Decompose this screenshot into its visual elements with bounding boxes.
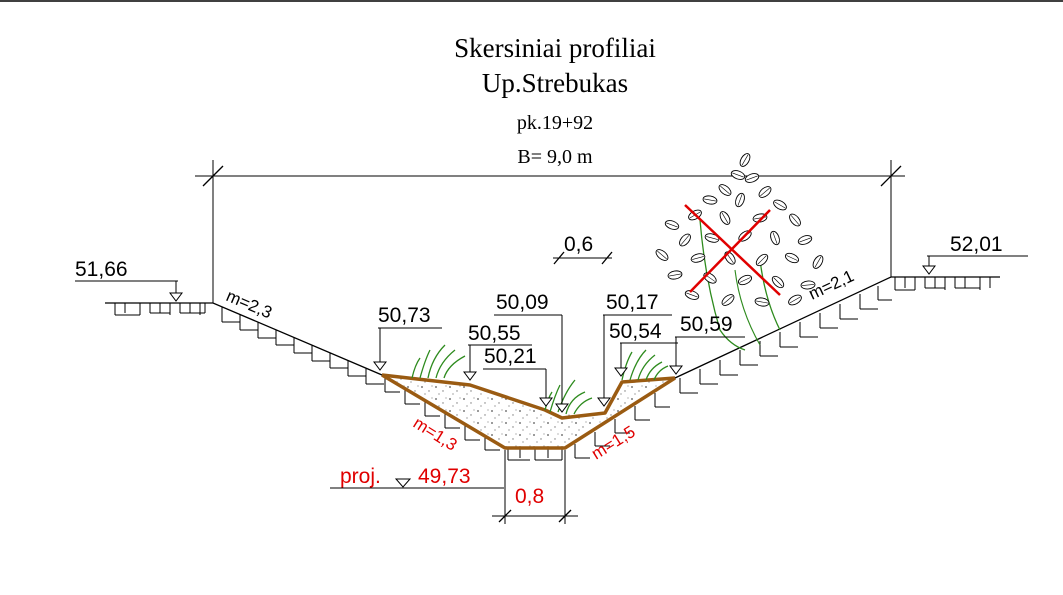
elevation-triangle-icon [394, 478, 412, 488]
picket-label: pk.19+92 [517, 112, 593, 134]
project-label: proj. [340, 465, 381, 488]
elevation-right-berm: 50,54 [609, 320, 662, 343]
elevation-bottom: 50,09 [496, 291, 549, 314]
tree-to-remove-icon [653, 151, 826, 351]
elevation-left-slope-top: 50,73 [378, 304, 431, 327]
elevation-marker-right-low: 50,17 [597, 291, 672, 407]
elevation-marker-left-berm: 50,55 [463, 322, 532, 381]
elevation-triangle-icon [169, 292, 183, 302]
elevation-left-bank: 51,66 [75, 258, 128, 281]
elevation-marker-right-bank: 52,01 [922, 233, 1028, 275]
elevation-right-low: 50,17 [606, 291, 659, 314]
elevation-right-bank: 52,01 [950, 233, 1003, 256]
elevation-marker-right-slope-top: 50,59 [669, 313, 745, 375]
elevation-left-low: 50,21 [484, 345, 537, 368]
elevation-triangle-icon [597, 397, 611, 407]
elevation-triangle-icon [922, 265, 936, 275]
slope-left-upper: m=2,3 [223, 286, 274, 322]
elevation-triangle-icon [463, 371, 477, 381]
project-elevation-marker: proj. 49,73 [330, 465, 504, 489]
project-elevation: 49,73 [418, 465, 471, 488]
elevation-marker-left-bank: 51,66 [75, 258, 183, 302]
elevation-triangle-icon [669, 365, 683, 375]
red-cross-icon [684, 204, 781, 296]
title-line-1: Skersiniai profiliai [454, 33, 656, 63]
elevation-marker-left-slope-top: 50,73 [373, 304, 442, 371]
bottom-width-label: 0,8 [515, 485, 544, 508]
channel-width-dimension: 0,6 [553, 233, 613, 265]
channel-width-label: 0,6 [564, 233, 593, 256]
slope-left-lower: m=1,3 [410, 413, 461, 454]
elevation-triangle-icon [373, 361, 387, 371]
sediment-fill [382, 375, 675, 448]
existing-profile [381, 373, 676, 450]
grass-tuft-center [544, 379, 593, 415]
elevation-marker-bottom: 50,09 [494, 291, 569, 413]
title-block: Skersiniai profiliai Up.Strebukas pk.19+… [454, 33, 656, 168]
elevation-left-berm: 50,55 [468, 322, 521, 345]
elevation-marker-left-low: 50,21 [483, 345, 553, 407]
slope-right-upper: m=2,1 [806, 266, 857, 303]
elevation-right-slope-top: 50,59 [680, 313, 733, 336]
elevation-triangle-icon [614, 367, 628, 377]
grass-tuft-left [411, 344, 466, 379]
elevation-triangle-icon [539, 397, 553, 407]
grass-tuft-right [621, 349, 669, 381]
bottom-width-dimension: 0,8 [492, 450, 578, 524]
title-line-2: Up.Strebukas [482, 68, 628, 98]
width-dimension [195, 160, 905, 303]
elevation-triangle-icon [555, 403, 569, 413]
elevation-marker-right-berm: 50,54 [609, 320, 678, 377]
width-label: B= 9,0 m [517, 146, 593, 168]
